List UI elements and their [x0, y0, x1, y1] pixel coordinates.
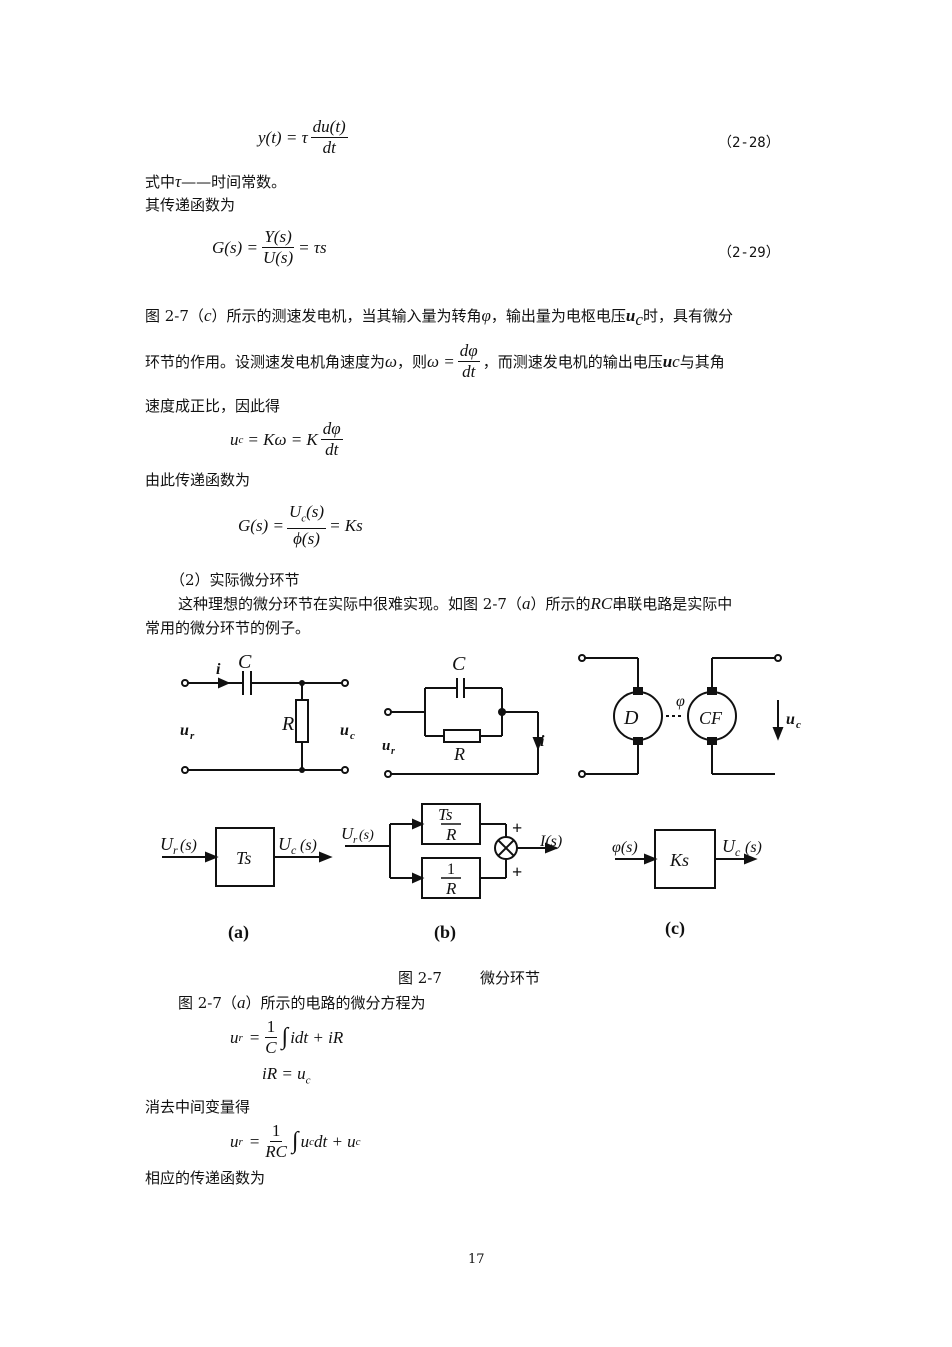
svg-text:c: c — [291, 843, 297, 857]
paragraph-line: 图 2-7（a）所示的电路的微分方程为 — [178, 993, 426, 1012]
subfigure-tag-b: (b) — [434, 922, 456, 943]
subfigure-tag-a: (a) — [228, 922, 249, 943]
svg-text:r: r — [173, 843, 178, 857]
svg-text:1: 1 — [447, 861, 455, 878]
label-r-b: R — [453, 744, 465, 764]
svg-text:u: u — [786, 711, 795, 728]
equation-number: （2-28） — [718, 135, 780, 151]
svg-text:+: + — [512, 818, 522, 838]
svg-text:r: r — [391, 746, 395, 757]
svg-text:r: r — [353, 834, 358, 846]
block-label-ts: Ts — [236, 848, 251, 868]
circuit-a — [181, 671, 349, 774]
paragraph-line: 图 2-7（c）所示的测速发电机，当其输入量为转角φ，输出量为电枢电压uc时，具… — [145, 306, 733, 329]
label-c-b: C — [452, 653, 466, 675]
equation-number: （2-29） — [718, 245, 780, 261]
subfigure-tag-c: (c) — [665, 918, 685, 939]
label-i-a: i — [216, 661, 221, 678]
page-number: 17 — [468, 1252, 485, 1267]
svg-text:φ: φ — [676, 693, 685, 710]
text-line: 式中τ——时间常数。 — [145, 172, 287, 191]
block-diagram-c — [615, 829, 758, 889]
section-heading: （2）实际微分环节 — [170, 571, 300, 589]
svg-text:U: U — [160, 834, 174, 854]
svg-text:u: u — [382, 738, 390, 754]
svg-text:U: U — [722, 836, 736, 856]
svg-text:c: c — [350, 730, 355, 742]
svg-text:+: + — [512, 862, 522, 882]
svg-text:c: c — [796, 719, 801, 731]
figure-2-7: C i R u r u c C R u r i D CF φ u c U r (… — [160, 651, 801, 943]
svg-text:(s): (s) — [180, 837, 197, 854]
eq-numerator: du(t) — [310, 117, 348, 138]
svg-text:R: R — [445, 879, 457, 898]
text-line: 由此传递函数为 — [145, 471, 251, 489]
eq-lhs: y(t) = τ — [258, 127, 308, 147]
equation-ir: iR = uc — [262, 1064, 311, 1087]
equation-gs: G(s) = Uc(s) ϕ(s) = Ks — [238, 502, 363, 549]
svg-text:U: U — [278, 834, 292, 854]
svg-text:Ts: Ts — [438, 805, 453, 824]
label-cf: CF — [699, 708, 723, 728]
paragraph-line: 这种理想的微分环节在实际中很难实现。如图 2-7（a）所示的RC串联电路是实际中 — [178, 594, 733, 613]
label-d: D — [623, 707, 639, 729]
text-line: 相应的传递函数为 — [145, 1169, 266, 1187]
svg-text:(s): (s) — [300, 837, 317, 854]
block-diagram-a — [162, 827, 333, 887]
equation-2-28: y(t) = τ du(t) dt — [258, 118, 351, 157]
equation-2-29: G(s) = Y(s) U(s) = τs — [212, 227, 327, 267]
text-line: 消去中间变量得 — [145, 1098, 251, 1116]
label-c-a: C — [238, 651, 252, 673]
svg-text:r: r — [190, 730, 195, 742]
paragraph-line: 常用的微分环节的例子。 — [145, 619, 311, 637]
block-label-ks: Ks — [669, 850, 689, 870]
svg-text:φ(s): φ(s) — [612, 839, 638, 856]
text-line: 其传递函数为 — [145, 196, 236, 214]
paragraph-line: 速度成正比，因此得 — [145, 397, 281, 415]
svg-text:U: U — [341, 824, 355, 843]
svg-text:I(s): I(s) — [539, 833, 562, 850]
circuit-c — [578, 654, 784, 778]
eq-denominator: dt — [322, 138, 336, 157]
svg-text:R: R — [445, 825, 457, 844]
svg-text:c: c — [735, 845, 741, 859]
svg-text:u: u — [180, 722, 189, 739]
svg-text:(s): (s) — [359, 828, 374, 843]
block-diagram-b — [345, 803, 559, 899]
svg-text:(s): (s) — [745, 839, 762, 856]
svg-text:i: i — [540, 733, 545, 750]
circuit-b — [384, 678, 544, 778]
svg-text:u: u — [340, 722, 349, 739]
label-r-a: R — [281, 713, 294, 735]
